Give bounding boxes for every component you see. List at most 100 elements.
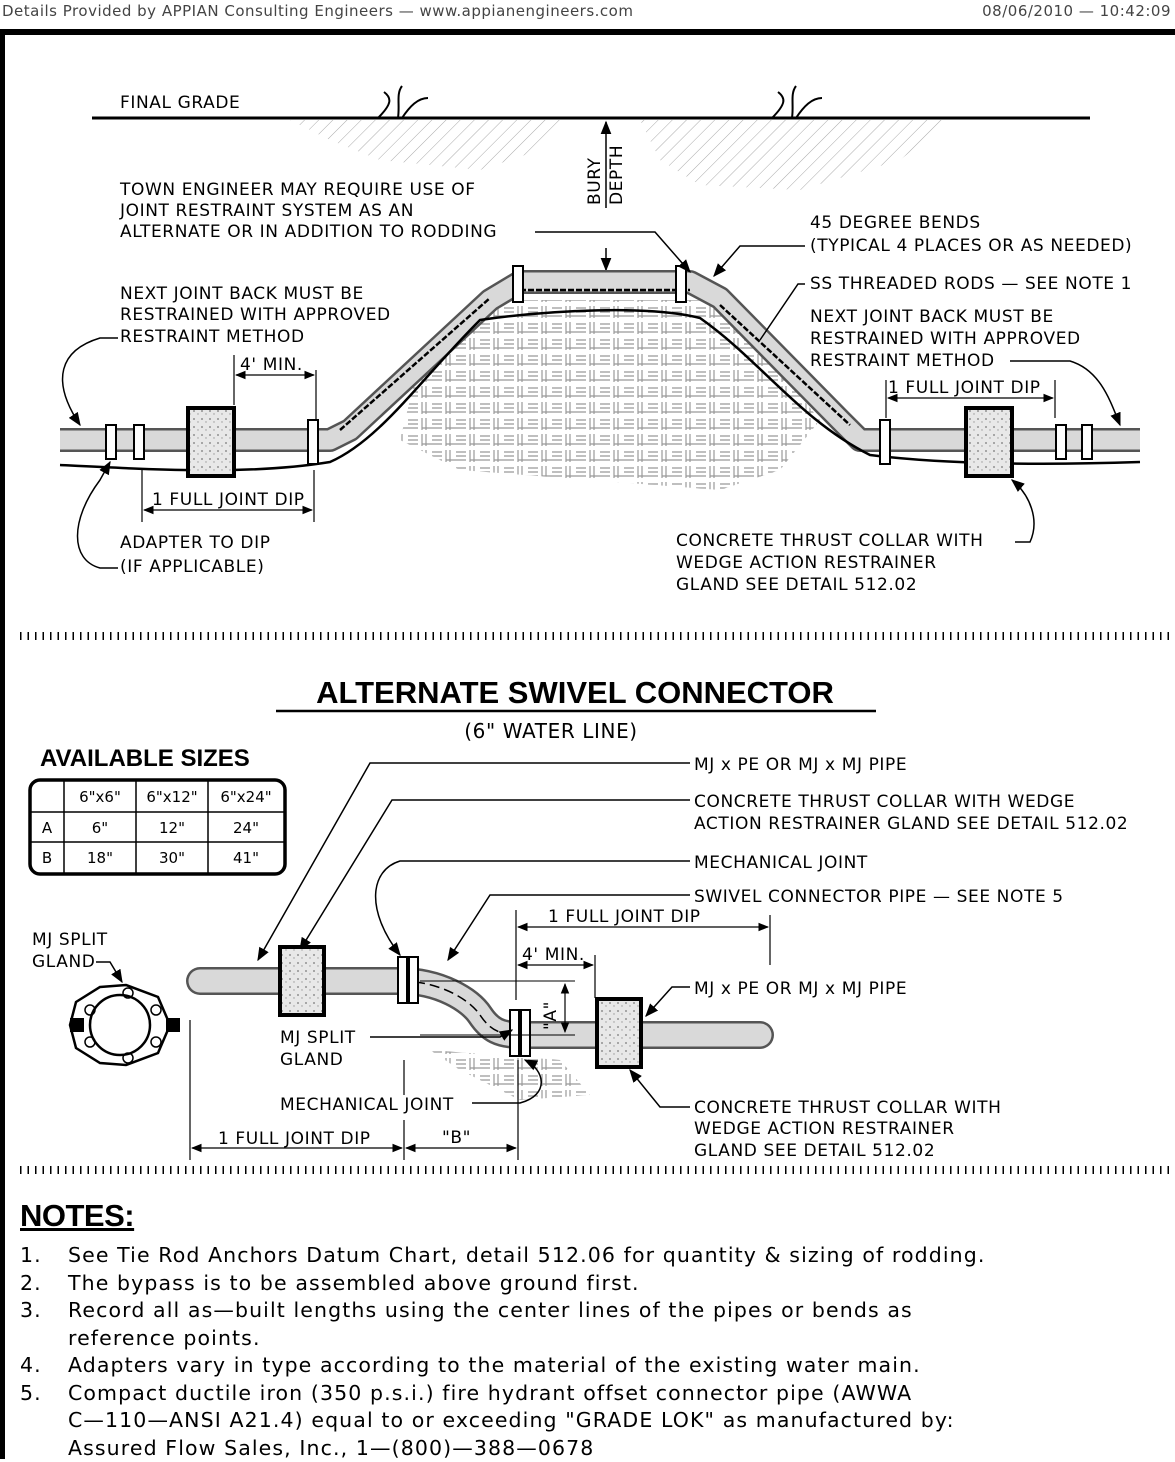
next-joint-left-line3: RESTRAINT METHOD <box>120 327 305 347</box>
mj-split-mid-line2: GLAND <box>280 1050 343 1070</box>
b-label: "B" <box>442 1128 471 1148</box>
joint-flange <box>513 266 523 302</box>
bury-label: BURY <box>585 157 605 205</box>
note-number: 1. <box>20 1242 68 1270</box>
sizes-header: 6"x6" <box>79 788 121 806</box>
sizes-cell: A <box>42 819 53 837</box>
town-engineer-line1: TOWN ENGINEER MAY REQUIRE USE OF <box>119 180 476 200</box>
bends-line1: 45 DEGREE BENDS <box>810 213 981 233</box>
mech-joint-label: MECHANICAL JOINT <box>694 853 868 873</box>
thrust-collar-line2: WEDGE ACTION RESTRAINER <box>676 553 937 573</box>
next-joint-left-line2: RESTRAINED WITH APPROVED <box>120 305 391 325</box>
swivel-collar-left <box>280 947 324 1015</box>
note-number: 5. <box>20 1380 68 1462</box>
thrust-collar-line3: GLAND SEE DETAIL 512.02 <box>676 575 917 595</box>
adapter-line2: (IF APPLICABLE) <box>120 557 264 577</box>
notes-section: NOTES: 1.See Tie Rod Anchors Datum Chart… <box>20 1198 1170 1462</box>
rods-label: SS THREADED RODS — SEE NOTE 1 <box>810 274 1132 294</box>
note-number: 3. <box>20 1297 68 1352</box>
collar-line2: ACTION RESTRAINER GLAND SEE DETAIL 512.0… <box>694 814 1128 834</box>
collar-line1: CONCRETE THRUST COLLAR WITH WEDGE <box>694 792 1075 812</box>
full-joint-dip-label: 1 FULL JOINT DIP <box>548 907 701 927</box>
leader-collar-bottom <box>630 1070 690 1107</box>
mj-pe-right-label: MJ x PE OR MJ x MJ PIPE <box>694 979 907 999</box>
sizes-header: 6"x24" <box>220 788 271 806</box>
swivel-bedding <box>430 1050 590 1100</box>
mj-split-left-line2: GLAND <box>32 952 95 972</box>
full-joint-left-label: 1 FULL JOINT DIP <box>152 490 305 510</box>
joint-flange <box>308 420 318 464</box>
note-text: Compact ductile iron (350 p.s.i.) fire h… <box>68 1380 955 1462</box>
note-text: See Tie Rod Anchors Datum Chart, detail … <box>68 1242 986 1270</box>
mj-pe-top-label: MJ x PE OR MJ x MJ PIPE <box>694 755 907 775</box>
sizes-cell: B <box>42 849 52 867</box>
note-number: 2. <box>20 1270 68 1298</box>
note-text: Adapters vary in type according to the m… <box>68 1352 921 1380</box>
note-number: 4. <box>20 1352 68 1380</box>
leader-mj-split-left <box>96 962 122 982</box>
thrust-collar-left <box>188 408 234 476</box>
next-joint-right-line1: NEXT JOINT BACK MUST BE <box>810 307 1054 327</box>
sizes-header: 6"x12" <box>146 788 197 806</box>
swivel-collar-right <box>597 999 641 1067</box>
note-item: 1.See Tie Rod Anchors Datum Chart, detai… <box>20 1242 1170 1270</box>
leader-thrust-collar <box>1012 480 1034 542</box>
collar-bottom-line1: CONCRETE THRUST COLLAR WITH <box>694 1098 1002 1118</box>
joint-flange <box>1056 425 1066 459</box>
town-engineer-line2: JOINT RESTRAINT SYSTEM AS AN <box>119 201 414 221</box>
note-text: The bypass is to be assembled above grou… <box>68 1270 640 1298</box>
depth-label: DEPTH <box>607 145 627 205</box>
sizes-cell: 12" <box>159 819 185 837</box>
thrust-collar-right <box>966 408 1012 476</box>
note-item: 3.Record all as—built lengths using the … <box>20 1297 1170 1352</box>
note-item: 2.The bypass is to be assembled above gr… <box>20 1270 1170 1298</box>
soil-hatch-left <box>290 120 560 170</box>
grass-icon <box>772 86 822 118</box>
joint-flange <box>106 425 116 459</box>
bypass-detail: BURY DEPTH FINAL GRADE TOWN ENGINEER MAY… <box>60 86 1140 595</box>
joint-flange <box>510 1010 519 1056</box>
leader-mj-pe-right <box>646 987 690 1016</box>
collar-bottom-line3: GLAND SEE DETAIL 512.02 <box>694 1141 935 1161</box>
joint-flange <box>409 957 418 1003</box>
joint-flange <box>521 1010 530 1056</box>
sizes-cell: 24" <box>233 819 259 837</box>
swivel-title: ALTERNATE SWIVEL CONNECTOR <box>316 675 834 710</box>
sizes-cell: 18" <box>87 849 113 867</box>
next-joint-left-line1: NEXT JOINT BACK MUST BE <box>120 284 364 304</box>
leader-town-engineer <box>535 232 690 272</box>
final-grade-label: FINAL GRADE <box>120 93 240 113</box>
note-item: 4.Adapters vary in type according to the… <box>20 1352 1170 1380</box>
a-label: "A" <box>541 1001 561 1030</box>
four-min-label: 4' MIN. <box>240 355 303 375</box>
joint-flange <box>676 266 686 302</box>
mj-split-mid-line1: MJ SPLIT <box>280 1028 356 1048</box>
mech-joint-bottom-label: MECHANICAL JOINT <box>280 1095 454 1115</box>
grass-icon <box>378 86 428 118</box>
gland-bolt <box>166 1018 180 1032</box>
soil-hatch-right <box>640 120 950 190</box>
mj-split-left-line1: MJ SPLIT <box>32 930 108 950</box>
swivel-subtitle: (6" WATER LINE) <box>464 719 637 743</box>
note-item: 5.Compact ductile iron (350 p.s.i.) fire… <box>20 1380 1170 1462</box>
note-text: Record all as—built lengths using the ce… <box>68 1297 913 1352</box>
collar-bottom-line2: WEDGE ACTION RESTRAINER <box>694 1119 955 1139</box>
four-min-swivel-label: 4' MIN. <box>522 945 585 965</box>
adapter-line1: ADAPTER TO DIP <box>120 533 271 553</box>
sizes-cell: 30" <box>159 849 185 867</box>
joint-flange <box>880 420 890 464</box>
notes-title: NOTES: <box>20 1198 1170 1234</box>
joint-flange <box>1082 425 1092 459</box>
next-joint-right-line3: RESTRAINT METHOD <box>810 351 995 371</box>
leader-adapter <box>78 462 119 568</box>
joint-flange <box>398 957 407 1003</box>
sizes-title: AVAILABLE SIZES <box>40 745 250 772</box>
full-joint-right-label: 1 FULL JOINT DIP <box>888 378 1041 398</box>
town-engineer-line3: ALTERNATE OR IN ADDITION TO RODDING <box>120 222 497 242</box>
leader-bends <box>714 246 805 276</box>
sizes-cell: 41" <box>233 849 259 867</box>
full-joint-bottom-label: 1 FULL JOINT DIP <box>218 1129 371 1149</box>
leader-next-joint-left <box>63 338 118 425</box>
sizes-cell: 6" <box>92 819 108 837</box>
bends-line2: (TYPICAL 4 PLACES OR AS NEEDED) <box>810 236 1132 256</box>
